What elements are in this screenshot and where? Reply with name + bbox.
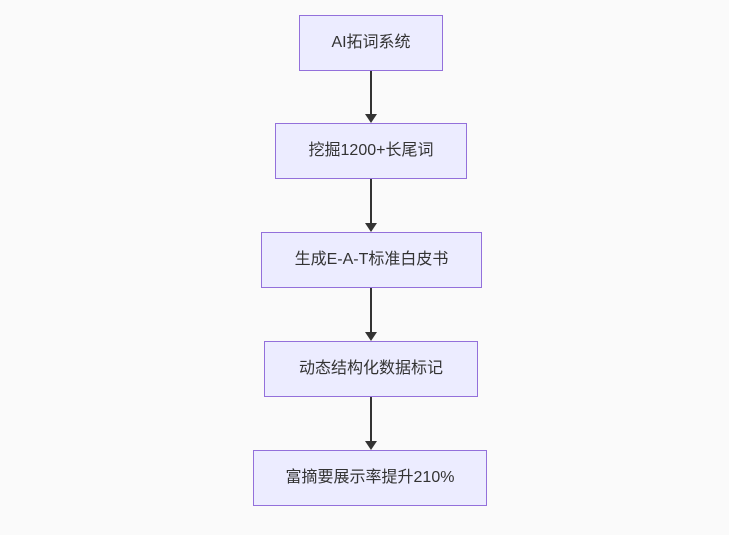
arrow-line xyxy=(370,288,372,332)
flow-node-ai-expansion-system: AI拓词系统 xyxy=(299,15,443,71)
flow-edge-1 xyxy=(365,71,377,123)
flow-node-structured-data-markup: 动态结构化数据标记 xyxy=(264,341,478,397)
arrow-down-icon xyxy=(365,223,377,232)
arrow-down-icon xyxy=(365,114,377,123)
arrow-line xyxy=(370,179,372,223)
flow-edge-4 xyxy=(365,397,377,450)
flow-edge-3 xyxy=(365,288,377,341)
flow-node-eat-whitepaper: 生成E-A-T标准白皮书 xyxy=(261,232,482,288)
arrow-down-icon xyxy=(365,332,377,341)
arrow-line xyxy=(370,397,372,441)
flow-edge-2 xyxy=(365,179,377,232)
arrow-line xyxy=(370,71,372,114)
flow-node-longtail-keywords: 挖掘1200+长尾词 xyxy=(275,123,467,179)
flow-node-label: 生成E-A-T标准白皮书 xyxy=(294,251,449,268)
flow-node-label: 挖掘1200+长尾词 xyxy=(308,142,434,159)
arrow-down-icon xyxy=(365,441,377,450)
flow-node-label: 动态结构化数据标记 xyxy=(298,360,443,377)
flow-node-label: AI拓词系统 xyxy=(331,34,411,51)
flow-node-label: 富摘要展示率提升210% xyxy=(285,469,455,486)
flow-node-rich-snippet-rate: 富摘要展示率提升210% xyxy=(253,450,487,506)
